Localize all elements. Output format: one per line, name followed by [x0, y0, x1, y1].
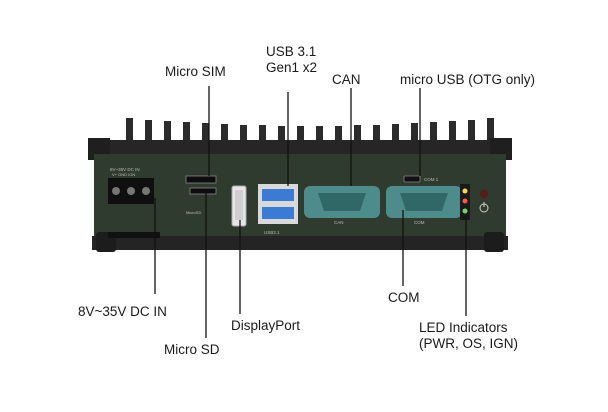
label-micro-usb: micro USB (OTG only) — [400, 72, 536, 87]
micro-sim-slot — [185, 175, 217, 184]
right-foot — [484, 232, 504, 252]
dc-pins-text: V+ GND IGN — [112, 172, 135, 177]
label-com: COM — [388, 290, 420, 305]
led-ign — [462, 208, 468, 214]
label-usb31: USB 3.1 Gen1 x2 — [266, 44, 318, 75]
top-rail — [90, 140, 510, 156]
label-micro-sim: Micro SIM — [165, 64, 226, 79]
led-pwr — [462, 188, 468, 194]
can-db9-connector: CAN — [304, 186, 380, 225]
com-db9-connector: COM — [386, 186, 462, 225]
label-micro-sd: Micro SD — [164, 342, 220, 357]
dc-rating-text: 8V~35V DC IN — [110, 167, 140, 172]
led-os — [462, 198, 468, 204]
micro-usb-port — [403, 175, 421, 183]
micro-sd-slot — [189, 187, 217, 195]
label-dc-in: 8V~35V DC IN — [78, 304, 167, 319]
label-can: CAN — [332, 72, 361, 87]
com-port-text: COM — [414, 220, 425, 225]
heatsink-fins — [126, 118, 494, 148]
power-icon — [479, 190, 489, 213]
label-led: LED Indicators (PWR, OS, IGN) — [419, 320, 518, 351]
com-num-text: COM 1 — [424, 177, 439, 182]
label-displayport: DisplayPort — [231, 318, 301, 333]
usb-port-text: USB3.1 — [264, 230, 280, 235]
bottom-base — [92, 236, 508, 250]
dc-in-terminal: 8V~35V DC IN V+ GND IGN — [108, 167, 154, 204]
can-port-text: CAN — [334, 220, 344, 225]
led-indicators — [460, 184, 470, 220]
usb-ports: USB3.1 — [258, 184, 298, 235]
bottom-slot — [108, 232, 160, 238]
leader-lines — [154, 86, 467, 338]
sd-port-text: MicroSD — [186, 210, 201, 215]
